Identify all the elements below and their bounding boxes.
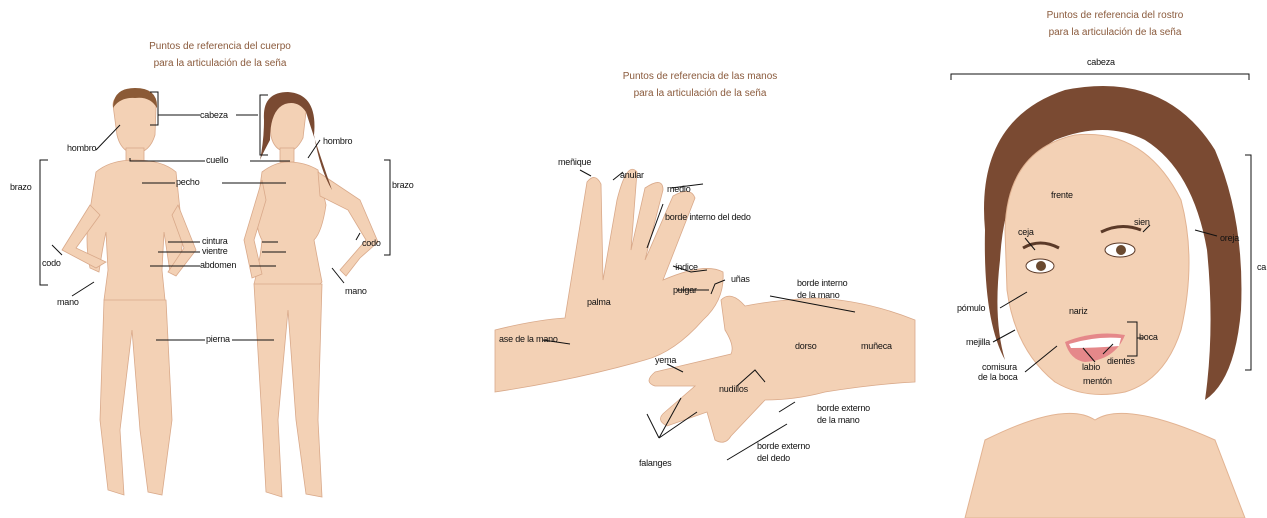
label-borde-externo-mano-2: de la mano <box>817 415 860 425</box>
face-illustration <box>945 0 1267 518</box>
label-base-mano: ase de la mano <box>499 334 558 344</box>
label-unas: uñas <box>731 274 750 284</box>
label-brazo-right: brazo <box>392 180 414 190</box>
hand-left <box>495 169 723 392</box>
label-sien: sien <box>1134 217 1150 227</box>
hands-illustration <box>495 0 915 518</box>
label-ca: ca <box>1257 262 1266 272</box>
label-comisura-2: de la boca <box>978 372 1018 382</box>
label-nudillos: nudillos <box>719 384 748 394</box>
label-anular: anular <box>620 170 644 180</box>
label-oreja: oreja <box>1220 233 1239 243</box>
label-labio: labio <box>1082 362 1100 372</box>
hands-panel: Puntos de referencia de las manos para l… <box>495 0 915 518</box>
label-palma: palma <box>587 297 611 307</box>
label-brazo-left: brazo <box>10 182 32 192</box>
label-mejilla: mejilla <box>966 337 990 347</box>
body-panel: Puntos de referencia del cuerpo para la … <box>0 0 420 518</box>
label-vientre: vientre <box>202 246 228 256</box>
label-face-cabeza: cabeza <box>1087 57 1115 67</box>
label-ceja: ceja <box>1018 227 1034 237</box>
label-borde-interno-dedo: borde interno del dedo <box>665 212 751 222</box>
label-pierna: pierna <box>206 334 230 344</box>
label-borde-externo-dedo-1: borde externo <box>757 441 810 451</box>
label-hombro-right: hombro <box>323 136 352 146</box>
label-codo-right: codo <box>362 238 381 248</box>
label-boca: boca <box>1139 332 1158 342</box>
label-mano-right: mano <box>345 286 367 296</box>
label-menique: meñique <box>558 157 591 167</box>
label-nariz: nariz <box>1069 306 1088 316</box>
label-codo-left: codo <box>42 258 61 268</box>
label-pomulo: pómulo <box>957 303 985 313</box>
body-figures-illustration <box>0 0 420 518</box>
label-muneca: muñeca <box>861 341 892 351</box>
label-borde-externo-dedo-2: del dedo <box>757 453 790 463</box>
label-pulgar: pulgar <box>673 285 697 295</box>
label-comisura-1: comisura <box>982 362 1017 372</box>
label-mano-left: mano <box>57 297 79 307</box>
label-dientes: dientes <box>1107 356 1135 366</box>
label-pecho: pecho <box>176 177 200 187</box>
label-indice: índice <box>675 262 698 272</box>
label-abdomen: abdomen <box>200 260 236 270</box>
label-cuello: cuello <box>206 155 228 165</box>
label-borde-interno-mano-1: borde interno <box>797 278 847 288</box>
label-borde-interno-mano-2: de la mano <box>797 290 840 300</box>
label-menton: mentón <box>1083 376 1112 386</box>
label-yema: yema <box>655 355 676 365</box>
label-dorso: dorso <box>795 341 817 351</box>
label-medio: medio <box>667 184 691 194</box>
label-cabeza: cabeza <box>200 110 228 120</box>
label-falanges: falanges <box>639 458 671 468</box>
label-cintura: cintura <box>202 236 228 246</box>
label-borde-externo-mano-1: borde externo <box>817 403 870 413</box>
label-frente: frente <box>1051 190 1073 200</box>
face-panel: Puntos de referencia del rostro para la … <box>945 0 1267 518</box>
label-hombro-left: hombro <box>67 143 96 153</box>
